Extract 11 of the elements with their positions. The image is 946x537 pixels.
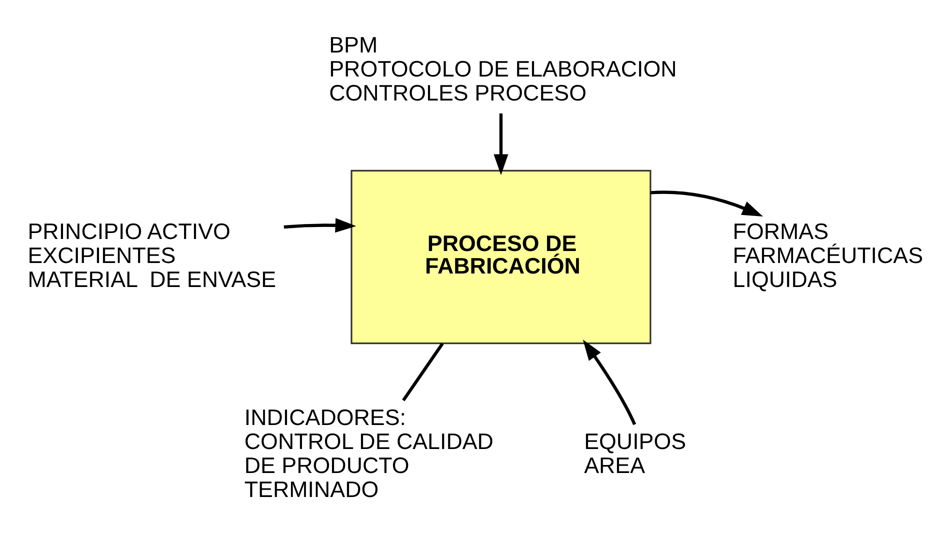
- arrow: [284, 218, 356, 232]
- connector: [402, 342, 444, 401]
- node-text: PRINCIPIO ACTIVO EXCIPIENTES MATERIAL DE ENVASE: [28, 218, 276, 292]
- node-text: BPM PROTOCOLO DE ELABORACION CONTROLES PROCESO: [329, 32, 677, 106]
- arrow: [494, 112, 508, 175]
- arrow: [582, 339, 636, 425]
- node-text: EQUIPOS AREA: [584, 428, 686, 478]
- node-text: INDICADORES: CONTROL DE CALIDAD DE PRODUCTO TERMINADO: [244, 404, 494, 502]
- arrow: [650, 190, 763, 216]
- node-text: FORMAS FARMACÉUTICAS LIQUIDAS: [732, 218, 924, 292]
- node-box: PROCESO DE FABRICACIÓN: [350, 169, 652, 344]
